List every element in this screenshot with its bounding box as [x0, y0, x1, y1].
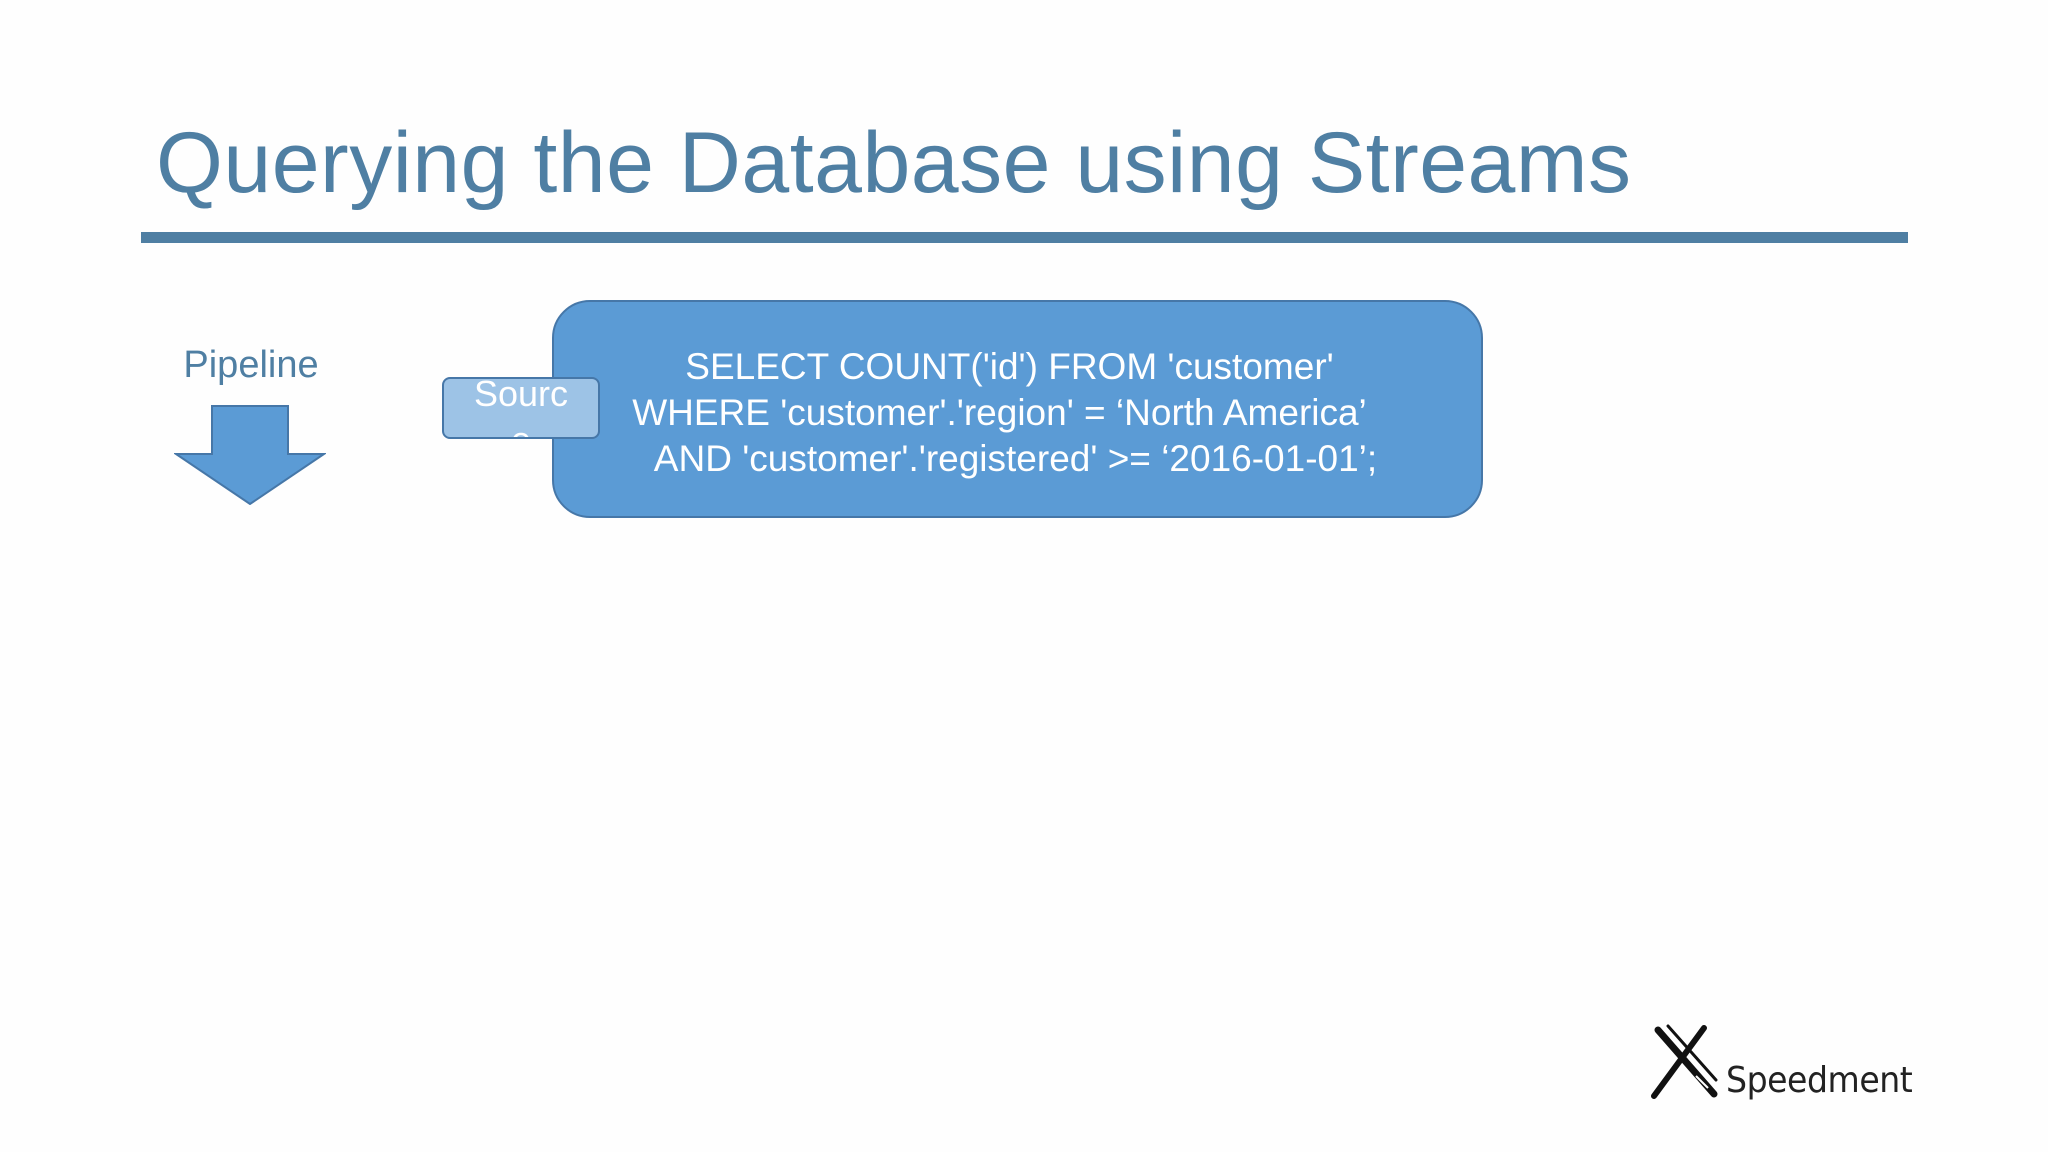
sql-query-box: SELECT COUNT('id') FROM 'customer' WHERE… [552, 300, 1483, 518]
speedment-logo: Speedment [1648, 1024, 1913, 1104]
source-label: Source [473, 377, 569, 437]
pipeline-label: Pipeline [183, 344, 319, 386]
source-node: Source [442, 377, 600, 439]
logo-wordmark: Speedment [1726, 1060, 1913, 1101]
query-line-and: AND 'customer'.'registered' >= ‘2016-01-… [653, 438, 1378, 479]
slide-title: Querying the Database using Streams [156, 115, 1632, 211]
speedment-x-logo-icon [1651, 1024, 1718, 1099]
query-line-select: SELECT COUNT('id') FROM 'customer' [685, 346, 1334, 387]
query-line-where: WHERE 'customer'.'region' = ‘North Ameri… [632, 392, 1367, 433]
down-arrow-icon [174, 405, 326, 505]
title-divider [141, 232, 1908, 243]
